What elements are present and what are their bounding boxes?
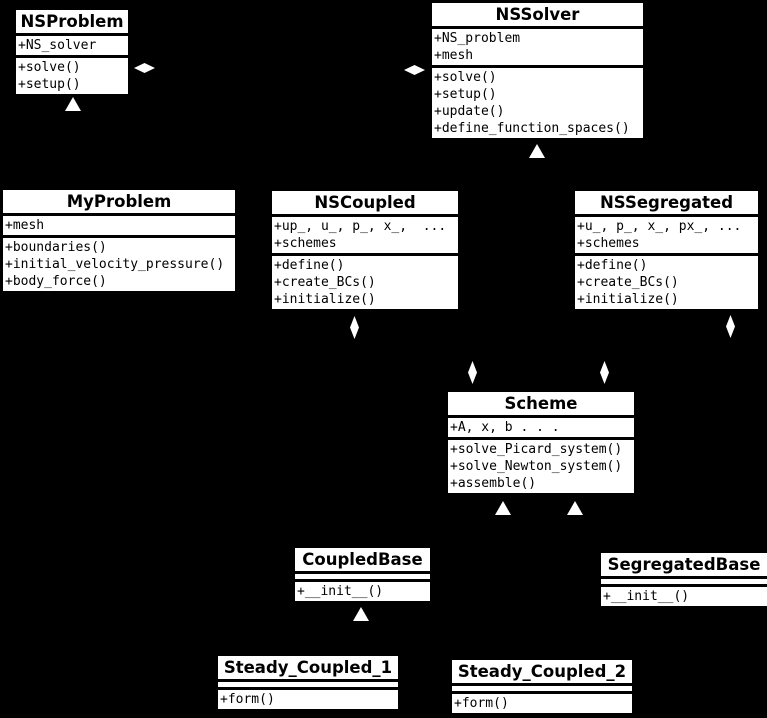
class-name: NSProblem bbox=[16, 10, 128, 33]
aggregation-diamond-icon bbox=[350, 316, 359, 339]
methods-compartment: +solve() +setup() bbox=[16, 58, 128, 94]
method: +define() bbox=[274, 258, 345, 273]
inheritance-triangle-icon bbox=[529, 144, 545, 158]
attribute: +schemes bbox=[274, 236, 337, 251]
attributes-compartment-empty bbox=[218, 682, 398, 687]
method: +solve_Picard_system() bbox=[450, 442, 623, 457]
inheritance-triangle-icon bbox=[65, 97, 81, 111]
class-box-nssolver: NSSolver +NS_problem +mesh +solve() +set… bbox=[432, 3, 643, 138]
attributes-compartment: +up_, u_, p_, x_, ... +schemes bbox=[272, 217, 458, 253]
class-name: CoupledBase bbox=[295, 548, 430, 571]
method: +assemble() bbox=[450, 476, 537, 491]
attribute: +u_, p_, x_, px_, ... bbox=[577, 219, 742, 234]
aggregation-diamond-icon bbox=[404, 65, 425, 75]
method: +__init__() bbox=[297, 584, 384, 599]
inheritance-triangle-icon bbox=[353, 607, 369, 621]
attributes-compartment: +mesh bbox=[3, 216, 235, 235]
attributes-compartment: +u_, p_, x_, px_, ... +schemes bbox=[575, 217, 758, 253]
inheritance-triangle-icon bbox=[495, 501, 511, 515]
method: +initialize() bbox=[577, 292, 679, 307]
method: +define_function_spaces() bbox=[434, 121, 630, 136]
class-box-steady-coupled-2: Steady_Coupled_2 +form() bbox=[452, 660, 632, 713]
aggregation-diamond-icon bbox=[134, 63, 155, 73]
methods-compartment: +__init__() bbox=[295, 582, 430, 601]
attributes-compartment: +NS_problem +mesh bbox=[432, 29, 643, 65]
attribute: +schemes bbox=[577, 236, 640, 251]
class-name: Steady_Coupled_1 bbox=[218, 656, 398, 679]
methods-compartment: +form() bbox=[218, 690, 398, 709]
class-box-nsproblem: NSProblem +NS_solver +solve() +setup() bbox=[16, 10, 128, 94]
method: +solve_Newton_system() bbox=[450, 459, 623, 474]
attributes-compartment-empty bbox=[601, 579, 767, 584]
methods-compartment: +define() +create_BCs() +initialize() bbox=[575, 256, 758, 309]
method: +solve() bbox=[434, 70, 497, 85]
methods-compartment: +define() +create_BCs() +initialize() bbox=[272, 256, 458, 309]
class-name: NSSegregated bbox=[575, 191, 758, 214]
method: +__init__() bbox=[603, 589, 690, 604]
attribute: +mesh bbox=[5, 218, 45, 233]
methods-compartment: +__init__() bbox=[601, 587, 767, 606]
method: +update() bbox=[434, 104, 505, 119]
aggregation-diamond-icon bbox=[468, 361, 477, 384]
attribute: +A, x, b . . . bbox=[450, 420, 560, 435]
class-box-coupledbase: CoupledBase +__init__() bbox=[295, 548, 430, 601]
method: +form() bbox=[220, 692, 275, 707]
attribute: +up_, u_, p_, x_, ... bbox=[274, 219, 447, 234]
method: +create_BCs() bbox=[274, 275, 376, 290]
attribute: +NS_solver bbox=[18, 38, 97, 53]
method: +create_BCs() bbox=[577, 275, 679, 290]
class-box-myproblem: MyProblem +mesh +boundaries() +initial_v… bbox=[3, 190, 235, 291]
method: +solve() bbox=[18, 60, 81, 75]
class-name: SegregatedBase bbox=[601, 553, 767, 576]
attribute: +mesh bbox=[434, 48, 474, 63]
attributes-compartment-empty bbox=[295, 574, 430, 579]
class-box-scheme: Scheme +A, x, b . . . +solve_Picard_syst… bbox=[448, 392, 634, 493]
attributes-compartment: +A, x, b . . . bbox=[448, 418, 634, 437]
method: +body_force() bbox=[5, 274, 107, 289]
class-name: Scheme bbox=[448, 392, 634, 415]
class-box-nscoupled: NSCoupled +up_, u_, p_, x_, ... +schemes… bbox=[272, 191, 458, 309]
inheritance-triangle-icon bbox=[567, 501, 583, 515]
aggregation-diamond-icon bbox=[726, 315, 735, 338]
class-box-segregatedbase: SegregatedBase +__init__() bbox=[601, 553, 767, 606]
methods-compartment: +form() bbox=[452, 694, 632, 713]
attributes-compartment: +NS_solver bbox=[16, 36, 128, 55]
method: +setup() bbox=[434, 87, 497, 102]
class-name: NSSolver bbox=[432, 3, 643, 26]
methods-compartment: +solve_Picard_system() +solve_Newton_sys… bbox=[448, 440, 634, 493]
class-name: Steady_Coupled_2 bbox=[452, 660, 632, 683]
class-box-nssegregated: NSSegregated +u_, p_, x_, px_, ... +sche… bbox=[575, 191, 758, 309]
class-name: NSCoupled bbox=[272, 191, 458, 214]
method: +define() bbox=[577, 258, 648, 273]
aggregation-diamond-icon bbox=[600, 361, 609, 384]
class-box-steady-coupled-1: Steady_Coupled_1 +form() bbox=[218, 656, 398, 709]
methods-compartment: +boundaries() +initial_velocity_pressure… bbox=[3, 238, 235, 291]
method: +boundaries() bbox=[5, 240, 107, 255]
attribute: +NS_problem bbox=[434, 31, 521, 46]
method: +initial_velocity_pressure() bbox=[5, 257, 225, 272]
attributes-compartment-empty bbox=[452, 686, 632, 691]
method: +form() bbox=[454, 696, 509, 711]
method: +setup() bbox=[18, 77, 81, 92]
method: +initialize() bbox=[274, 292, 376, 307]
class-name: MyProblem bbox=[3, 190, 235, 213]
methods-compartment: +solve() +setup() +update() +define_func… bbox=[432, 68, 643, 138]
